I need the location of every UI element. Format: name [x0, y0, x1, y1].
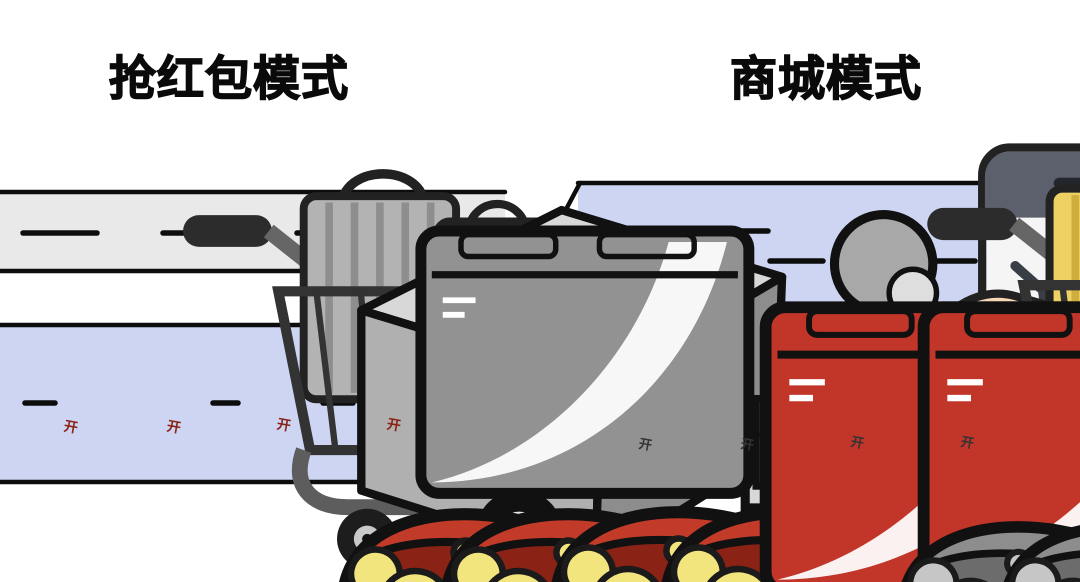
envelope-seal-char: 开 — [166, 419, 182, 436]
envelope-seal-char: 开 — [638, 436, 653, 453]
red-envelope-icon: 开 — [166, 419, 788, 582]
envelope-seal-char: 开 — [850, 434, 865, 451]
red-envelope-icon: 开 — [386, 417, 1008, 582]
red-envelope-icon: 开 — [63, 419, 684, 582]
gray-envelope-icon: 开 — [960, 434, 975, 451]
envelope-seal-char: 开 — [960, 434, 975, 451]
red-envelope-icon: 开 — [276, 417, 898, 582]
gray-envelope-icon: 开 — [638, 436, 1080, 582]
left-panel-title: 抢红包模式 — [109, 52, 349, 105]
envelope-seal-char: 开 — [63, 419, 79, 436]
gray-envelope-icon: 开 — [740, 436, 1080, 582]
envelope-seal-char: 开 — [276, 417, 292, 434]
envelope-seal-char: 开 — [740, 436, 755, 453]
right-panel-title: 商城模式 — [730, 52, 922, 105]
gray-envelope-icon: 开 — [850, 434, 1080, 582]
envelope-seal-char: 开 — [386, 417, 402, 434]
